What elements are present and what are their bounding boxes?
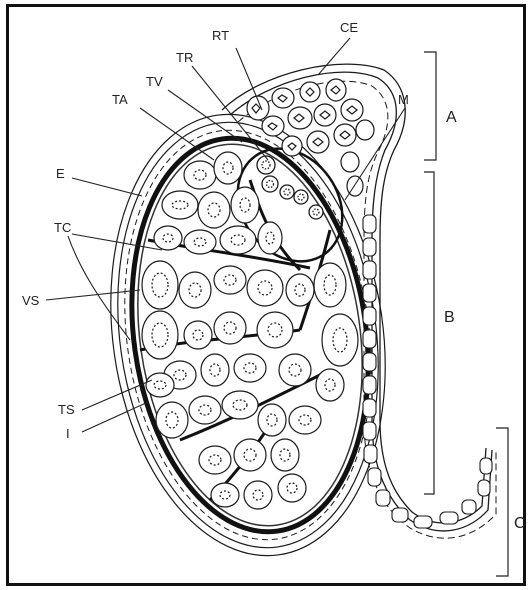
region-label-c: C [514,515,526,532]
label-m: M [398,92,409,107]
label-i: I [66,426,70,441]
label-tc: TC [54,220,71,235]
label-vs: VS [22,293,40,308]
region-label-a: A [446,109,457,126]
label-tr: TR [176,50,193,65]
region-label-b: B [444,309,455,326]
label-ta: TA [112,92,128,107]
label-tv: TV [146,74,163,89]
region-brackets [424,52,508,576]
label-rt: RT [212,28,229,43]
label-ts: TS [58,402,75,417]
label-e: E [56,166,65,181]
label-ce: CE [340,20,358,35]
